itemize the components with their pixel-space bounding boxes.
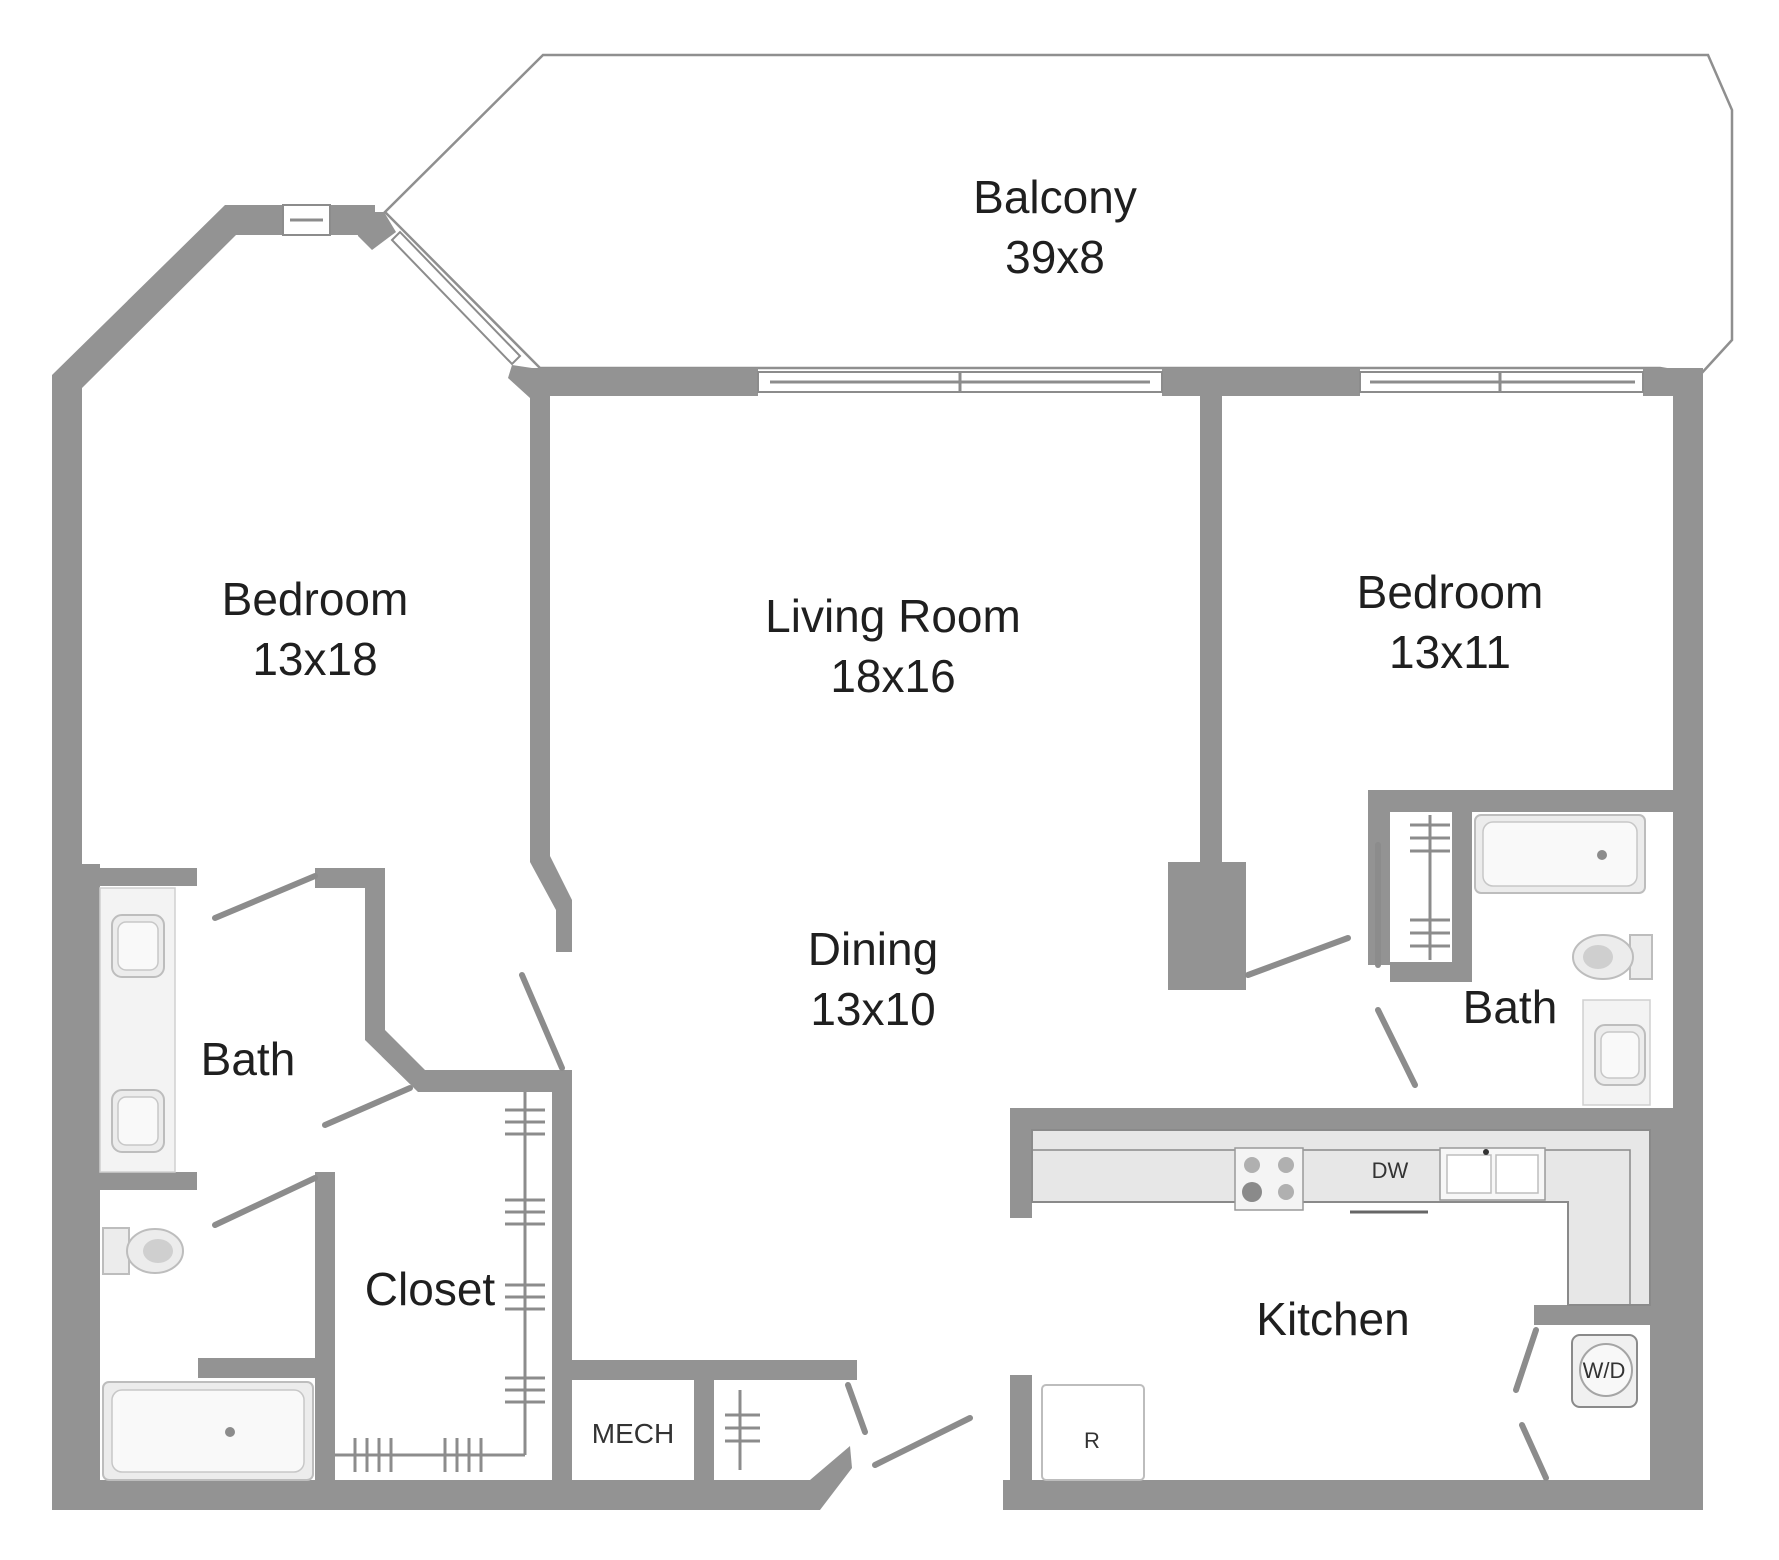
closet-name: Closet bbox=[365, 1263, 496, 1315]
wall-top-center bbox=[1162, 368, 1360, 396]
wall-left-bath-right bbox=[315, 868, 572, 1092]
wall-left-bath-mid bbox=[82, 1172, 197, 1190]
door-bath-right bbox=[1375, 1007, 1418, 1088]
wall-living-right bbox=[1200, 396, 1222, 866]
door-bedroom-right bbox=[1245, 935, 1351, 978]
refrigerator bbox=[1041, 1384, 1145, 1481]
wall-tub-top bbox=[198, 1358, 315, 1378]
balcony-name: Balcony bbox=[973, 171, 1137, 223]
living-room-name: Living Room bbox=[765, 590, 1021, 642]
range bbox=[1234, 1147, 1304, 1211]
kitchen-name: Kitchen bbox=[1256, 1293, 1409, 1345]
wall-closet-left bbox=[315, 1172, 335, 1480]
bath-fixtures bbox=[99, 814, 1653, 1481]
closet-rods bbox=[335, 815, 1450, 1472]
wall-living-left bbox=[530, 396, 572, 952]
balcony-size: 39x8 bbox=[1005, 231, 1105, 283]
wall-bottom-right bbox=[1003, 1480, 1703, 1510]
door-laundry-bottom bbox=[1519, 1422, 1549, 1481]
wall-left-bedroom-angle bbox=[52, 205, 283, 864]
wall-right-closet-divider bbox=[1452, 812, 1472, 982]
wall-right-bedroom-bottom bbox=[1368, 790, 1673, 812]
bedroom-right-name: Bedroom bbox=[1357, 566, 1544, 618]
washer-dryer-label: W/D bbox=[1583, 1358, 1626, 1383]
wall-kitchen-top bbox=[1010, 1108, 1673, 1130]
door-toilet-room bbox=[212, 1175, 318, 1228]
bath-left-name: Bath bbox=[201, 1033, 296, 1085]
door-bath-left-top bbox=[212, 873, 318, 921]
wall-left-bath-top bbox=[82, 868, 197, 886]
doors bbox=[212, 842, 1549, 1481]
toilet-left bbox=[102, 1227, 130, 1275]
room-labels: Balcony 39x8 Bedroom 13x18 Living Room 1… bbox=[201, 171, 1626, 1453]
kitchen-fixtures bbox=[1031, 1129, 1651, 1481]
door-entry bbox=[872, 1415, 973, 1468]
mech-label: MECH bbox=[592, 1418, 674, 1449]
living-room-size: 18x16 bbox=[830, 650, 955, 702]
slider-bedroom-balcony bbox=[390, 230, 522, 366]
bath-right-name: Bath bbox=[1463, 981, 1558, 1033]
wall-laundry-top bbox=[1534, 1305, 1650, 1325]
wall-bedroom-corner bbox=[355, 212, 396, 250]
sliding-doors bbox=[282, 204, 1644, 393]
refrigerator-label: R bbox=[1084, 1428, 1100, 1453]
wall-bottom-left bbox=[52, 1446, 852, 1510]
walls bbox=[52, 205, 1703, 1510]
bedroom-left-name: Bedroom bbox=[222, 573, 409, 625]
door-laundry-top bbox=[1513, 1327, 1539, 1393]
wall-mech-top bbox=[572, 1360, 857, 1380]
dining-name: Dining bbox=[808, 923, 938, 975]
wall-kitchen-left-bottom bbox=[1010, 1375, 1032, 1480]
dishwasher-label: DW bbox=[1372, 1158, 1409, 1183]
bedroom-right-size: 13x11 bbox=[1389, 626, 1511, 678]
wall-closet-right bbox=[552, 1070, 572, 1480]
door-bath-closet bbox=[322, 1085, 413, 1128]
wall-laundry-right bbox=[1650, 1130, 1673, 1500]
door-closet-entry bbox=[519, 972, 565, 1071]
wall-kitchen-left-stub bbox=[1010, 1108, 1032, 1218]
dining-size: 13x10 bbox=[810, 983, 935, 1035]
wall-living-top-left bbox=[508, 365, 758, 398]
wall-right-closet-bottom bbox=[1390, 962, 1472, 982]
door-mech-closet bbox=[845, 1382, 868, 1435]
bedroom-left-size: 13x18 bbox=[252, 633, 377, 685]
wall-column bbox=[1168, 862, 1246, 990]
wall-right-outer bbox=[1673, 368, 1703, 1510]
wall-mech-divider bbox=[694, 1380, 714, 1480]
kitchen-counter bbox=[1031, 1129, 1651, 1306]
